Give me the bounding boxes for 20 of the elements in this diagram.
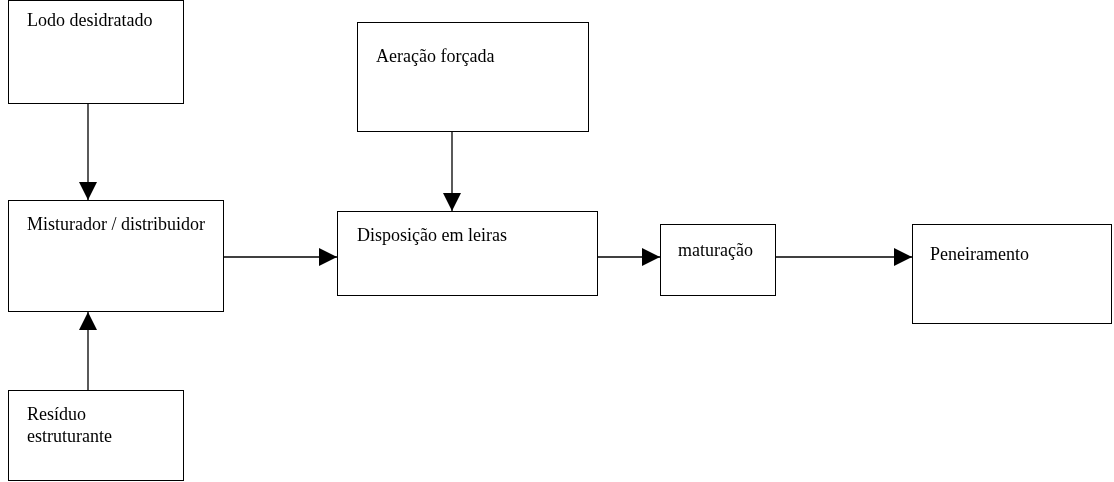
arrow: [775, 248, 913, 266]
arrow: [443, 131, 461, 212]
process-box: [337, 211, 598, 296]
process-box: [912, 224, 1112, 324]
process-box: [660, 224, 776, 296]
arrow: [597, 248, 661, 266]
box-label: maturação: [678, 239, 754, 261]
box-label: Misturador / distribuidor: [27, 213, 205, 235]
process-box: [8, 390, 184, 481]
arrow: [223, 248, 338, 266]
arrow: [79, 311, 97, 391]
arrow: [79, 103, 97, 201]
process-box: [8, 200, 224, 312]
box-label: Aeração forçada: [376, 45, 496, 67]
box-label: Disposição em leiras: [357, 224, 508, 246]
process-box: [8, 0, 184, 104]
box-label: Peneiramento: [930, 243, 1030, 265]
box-label: Resíduo estruturante: [27, 403, 113, 447]
box-label: Lodo desidratado: [27, 9, 154, 31]
process-box: [357, 22, 589, 132]
